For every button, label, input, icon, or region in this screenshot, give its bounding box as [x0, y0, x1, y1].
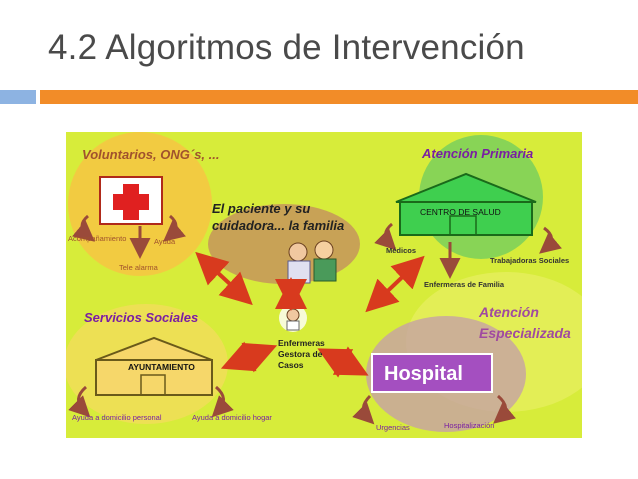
label-ayuntamiento: AYUNTAMIENTO [128, 362, 195, 372]
label-voluntarios: Voluntarios, ONG´s, ... [82, 147, 219, 162]
label-gestora-line1: Enfermeras [278, 338, 325, 348]
diagram-canvas: Voluntarios, ONG´s, ... Acompañamiento A… [66, 132, 582, 438]
label-atencion-esp-line1: Atención [478, 304, 539, 320]
patient-ellipse [208, 204, 360, 284]
title-rule-blue [0, 90, 36, 104]
label-medicos: Médicos [386, 246, 416, 255]
nurse-icon [279, 304, 307, 332]
slide-title: 4.2 Algoritmos de Intervención [48, 28, 525, 68]
label-servicios-sociales: Servicios Sociales [84, 310, 198, 325]
label-ayuda: Ayuda [154, 237, 176, 246]
label-gestora-line3: Casos [278, 360, 304, 370]
label-gestora-line2: Gestora de [278, 349, 323, 359]
label-atencion-primaria: Atención Primaria [421, 146, 533, 161]
label-ayuda-personal: Ayuda a domicilio personal [72, 413, 162, 422]
label-hospital: Hospital [384, 363, 463, 385]
title-rule-orange [40, 90, 638, 104]
label-paciente-line1: El paciente y su [212, 201, 310, 216]
label-hospitalizacion: Hospitalización [444, 421, 494, 430]
label-centro-salud: CENTRO DE SALUD [420, 207, 501, 217]
label-urgencias: Urgencias [376, 423, 410, 432]
label-atencion-esp-line2: Especializada [479, 325, 571, 341]
label-paciente-line2: cuidadora... la familia [212, 218, 344, 233]
label-acompanamiento: Acompañamiento [68, 234, 126, 243]
label-enfermeras-familia: Enfermeras de Familia [424, 280, 505, 289]
intervention-diagram: Voluntarios, ONG´s, ... Acompañamiento A… [66, 132, 582, 438]
label-ayuda-hogar: Ayuda a domicilio hogar [192, 413, 272, 422]
label-tele-alarma: Tele alarma [119, 263, 159, 272]
label-trabajadoras: Trabajadoras Sociales [490, 256, 569, 265]
